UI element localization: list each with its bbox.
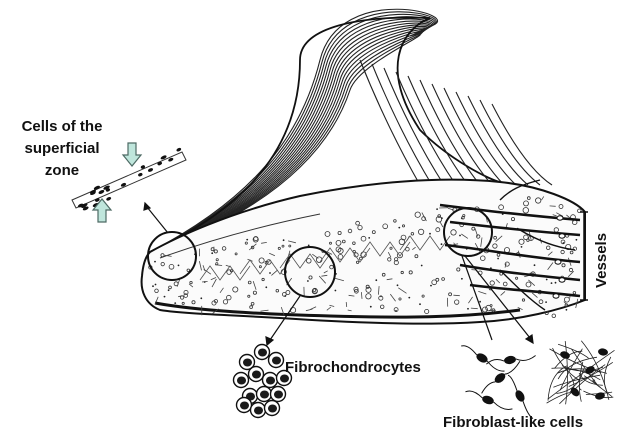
superficial-zone-label-line3: zone xyxy=(45,162,79,179)
vessels-label: Vessels xyxy=(593,233,610,288)
superficial-pointer-line xyxy=(147,207,168,233)
fibroblast-like-cells-label: Fibroblast-like cells xyxy=(443,414,583,431)
fibrochondrocytes-inset xyxy=(234,345,292,418)
superficial-zone-label-line2: superficial xyxy=(24,140,99,157)
compression-arrow-top-icon xyxy=(123,143,141,166)
fibroblast-pointer-arrow-icon xyxy=(526,335,533,343)
fibrochondrocytes-label: Fibrochondrocytes xyxy=(285,359,421,376)
compression-arrow-bottom-icon xyxy=(93,199,111,222)
superficial-zone-label-line1: Cells of the xyxy=(22,118,103,135)
fibroblast-like-cells-inset xyxy=(461,341,614,419)
